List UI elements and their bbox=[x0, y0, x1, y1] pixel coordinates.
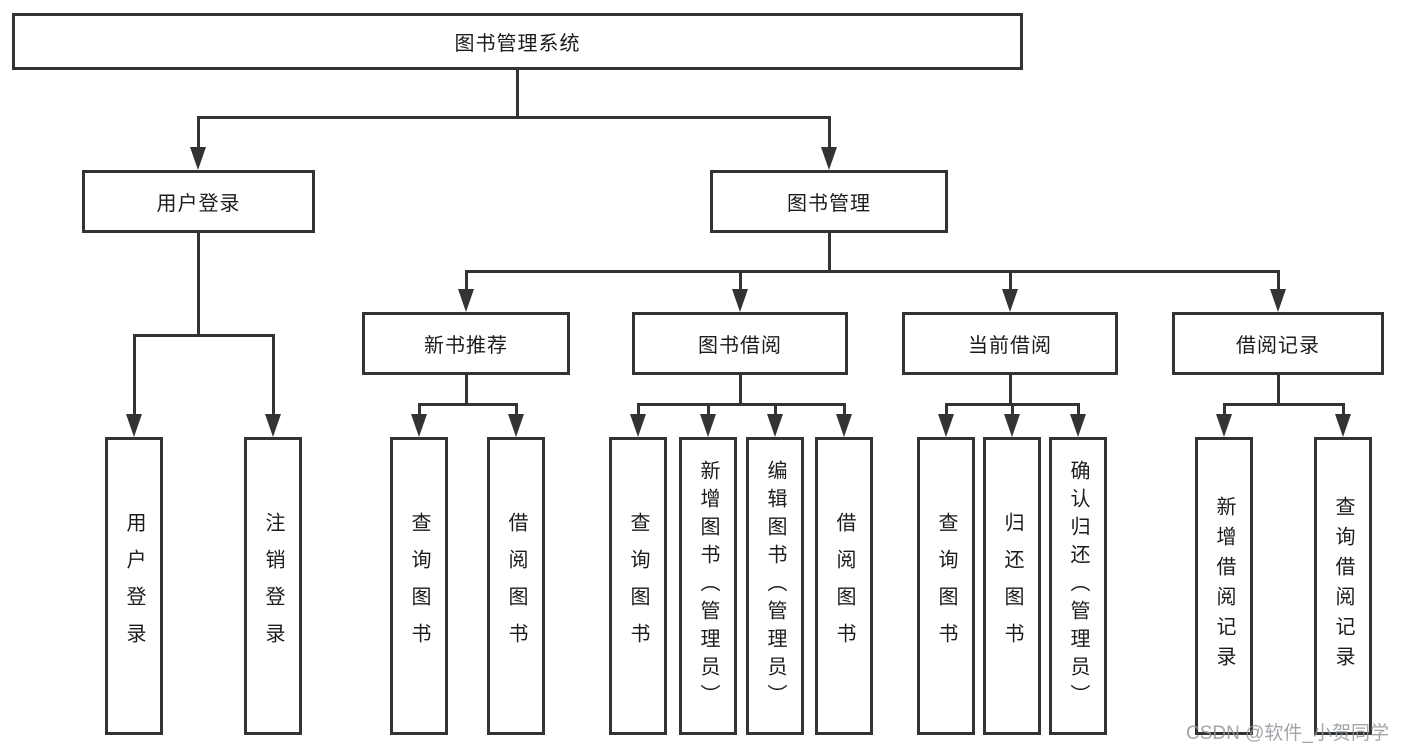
leaf-bb-query-books-label: 查询图书 bbox=[627, 512, 649, 660]
connector-drop-cb-query bbox=[945, 403, 948, 417]
connector-br-bar bbox=[1223, 403, 1345, 406]
connector-root-stem bbox=[516, 70, 519, 119]
node-book-management: 图书管理 bbox=[710, 170, 948, 233]
leaf-cb-confirm-return-admin-label: 确认归还（管理员） bbox=[1067, 460, 1089, 712]
arrowhead-cb-return-icon bbox=[1004, 414, 1020, 437]
connector-drop-br-query bbox=[1342, 403, 1345, 417]
arrowhead-br-add-icon bbox=[1216, 414, 1232, 437]
arrowhead-leaf-user-login-icon bbox=[126, 414, 142, 437]
arrowhead-book-borrow-icon bbox=[732, 289, 748, 312]
leaf-bb-edit-books-admin-label: 编辑图书（管理员） bbox=[764, 460, 786, 712]
connector-level2-bar bbox=[197, 116, 831, 119]
leaf-user-login: 用户登录 bbox=[105, 437, 163, 735]
leaf-user-login-label: 用户登录 bbox=[123, 512, 145, 660]
node-book-management-label: 图书管理 bbox=[787, 193, 871, 215]
arrowhead-br-query-icon bbox=[1335, 414, 1351, 437]
node-borrow-records: 借阅记录 bbox=[1172, 312, 1384, 375]
node-current-borrow-label: 当前借阅 bbox=[968, 335, 1052, 357]
arrowhead-borrow-records-icon bbox=[1270, 289, 1286, 312]
node-current-borrow: 当前借阅 bbox=[902, 312, 1118, 375]
leaf-cb-return-books: 归还图书 bbox=[983, 437, 1041, 735]
leaf-cb-return-books-label: 归还图书 bbox=[1001, 512, 1023, 660]
connector-drop-user-login bbox=[197, 117, 200, 150]
arrowhead-leaf-logout-icon bbox=[265, 414, 281, 437]
node-borrow-records-label: 借阅记录 bbox=[1236, 335, 1320, 357]
connector-book-management-stem bbox=[828, 233, 831, 273]
arrowhead-nbr-query-icon bbox=[411, 414, 427, 437]
connector-user-login-bar bbox=[133, 334, 275, 337]
node-new-book-recommend-label: 新书推荐 bbox=[424, 335, 508, 357]
connector-nbr-bar bbox=[418, 403, 518, 406]
leaf-bb-borrow-books-label: 借阅图书 bbox=[833, 512, 855, 660]
connector-borrow-records-stem bbox=[1277, 375, 1280, 406]
node-new-book-recommend: 新书推荐 bbox=[362, 312, 570, 375]
leaf-bb-add-books-admin: 新增图书（管理员） bbox=[679, 437, 737, 735]
leaf-bb-add-books-admin-label: 新增图书（管理员） bbox=[697, 460, 719, 712]
leaf-bb-borrow-books: 借阅图书 bbox=[815, 437, 873, 735]
leaf-logout-label: 注销登录 bbox=[262, 512, 284, 660]
connector-drop-new-book-recommend bbox=[465, 270, 468, 291]
leaf-nbr-borrow-books: 借阅图书 bbox=[487, 437, 545, 735]
leaf-br-add-record-label: 新增借阅记录 bbox=[1213, 496, 1235, 676]
connector-drop-leaf-logout bbox=[272, 334, 275, 416]
connector-drop-current-borrow bbox=[1009, 270, 1012, 291]
leaf-nbr-query-books: 查询图书 bbox=[390, 437, 448, 735]
connector-level3-bar bbox=[465, 270, 1280, 273]
leaf-br-query-record-label: 查询借阅记录 bbox=[1332, 496, 1354, 676]
connector-drop-cb-confirm bbox=[1077, 403, 1080, 417]
leaf-logout: 注销登录 bbox=[244, 437, 302, 735]
leaf-bb-edit-books-admin: 编辑图书（管理员） bbox=[746, 437, 804, 735]
connector-new-book-recommend-stem bbox=[465, 375, 468, 406]
connector-drop-bb-query bbox=[637, 403, 640, 417]
connector-drop-borrow-records bbox=[1277, 270, 1280, 291]
connector-drop-book-management bbox=[828, 117, 831, 150]
connector-user-login-stem bbox=[197, 233, 200, 337]
arrowhead-nbr-borrow-icon bbox=[508, 414, 524, 437]
connector-bb-bar bbox=[637, 403, 846, 406]
leaf-br-query-record: 查询借阅记录 bbox=[1314, 437, 1372, 735]
arrowhead-bb-query-icon bbox=[630, 414, 646, 437]
arrowhead-bb-add-icon bbox=[700, 414, 716, 437]
connector-drop-nbr-borrow bbox=[515, 403, 518, 417]
node-user-login: 用户登录 bbox=[82, 170, 315, 233]
connector-drop-nbr-query bbox=[418, 403, 421, 417]
leaf-cb-query-books-label: 查询图书 bbox=[935, 512, 957, 660]
arrowhead-book-management-icon bbox=[821, 147, 837, 170]
leaf-cb-query-books: 查询图书 bbox=[917, 437, 975, 735]
node-root-label: 图书管理系统 bbox=[454, 33, 581, 55]
node-user-login-label: 用户登录 bbox=[156, 193, 241, 215]
csdn-watermark: CSDN @软件_小贺同学 bbox=[1186, 723, 1389, 744]
connector-drop-bb-add bbox=[707, 403, 710, 417]
connector-drop-book-borrow bbox=[739, 270, 742, 291]
arrowhead-new-book-recommend-icon bbox=[458, 289, 474, 312]
connector-drop-leaf-user-login bbox=[133, 334, 136, 416]
arrowhead-cb-confirm-icon bbox=[1070, 414, 1086, 437]
arrowhead-bb-borrow-icon bbox=[836, 414, 852, 437]
arrowhead-bb-edit-icon bbox=[767, 414, 783, 437]
leaf-bb-query-books: 查询图书 bbox=[609, 437, 667, 735]
leaf-nbr-borrow-books-label: 借阅图书 bbox=[505, 512, 527, 660]
connector-book-borrow-stem bbox=[739, 375, 742, 406]
connector-current-borrow-stem bbox=[1009, 375, 1012, 406]
leaf-br-add-record: 新增借阅记录 bbox=[1195, 437, 1253, 735]
node-book-borrow: 图书借阅 bbox=[632, 312, 848, 375]
arrowhead-user-login-icon bbox=[190, 147, 206, 170]
connector-drop-br-add bbox=[1223, 403, 1226, 417]
leaf-nbr-query-books-label: 查询图书 bbox=[408, 512, 430, 660]
arrowhead-cb-query-icon bbox=[938, 414, 954, 437]
arrowhead-current-borrow-icon bbox=[1002, 289, 1018, 312]
connector-drop-bb-borrow bbox=[843, 403, 846, 417]
node-book-borrow-label: 图书借阅 bbox=[698, 335, 782, 357]
connector-drop-cb-return bbox=[1011, 403, 1014, 417]
node-root: 图书管理系统 bbox=[12, 13, 1023, 70]
leaf-cb-confirm-return-admin: 确认归还（管理员） bbox=[1049, 437, 1107, 735]
connector-drop-bb-edit bbox=[774, 403, 777, 417]
